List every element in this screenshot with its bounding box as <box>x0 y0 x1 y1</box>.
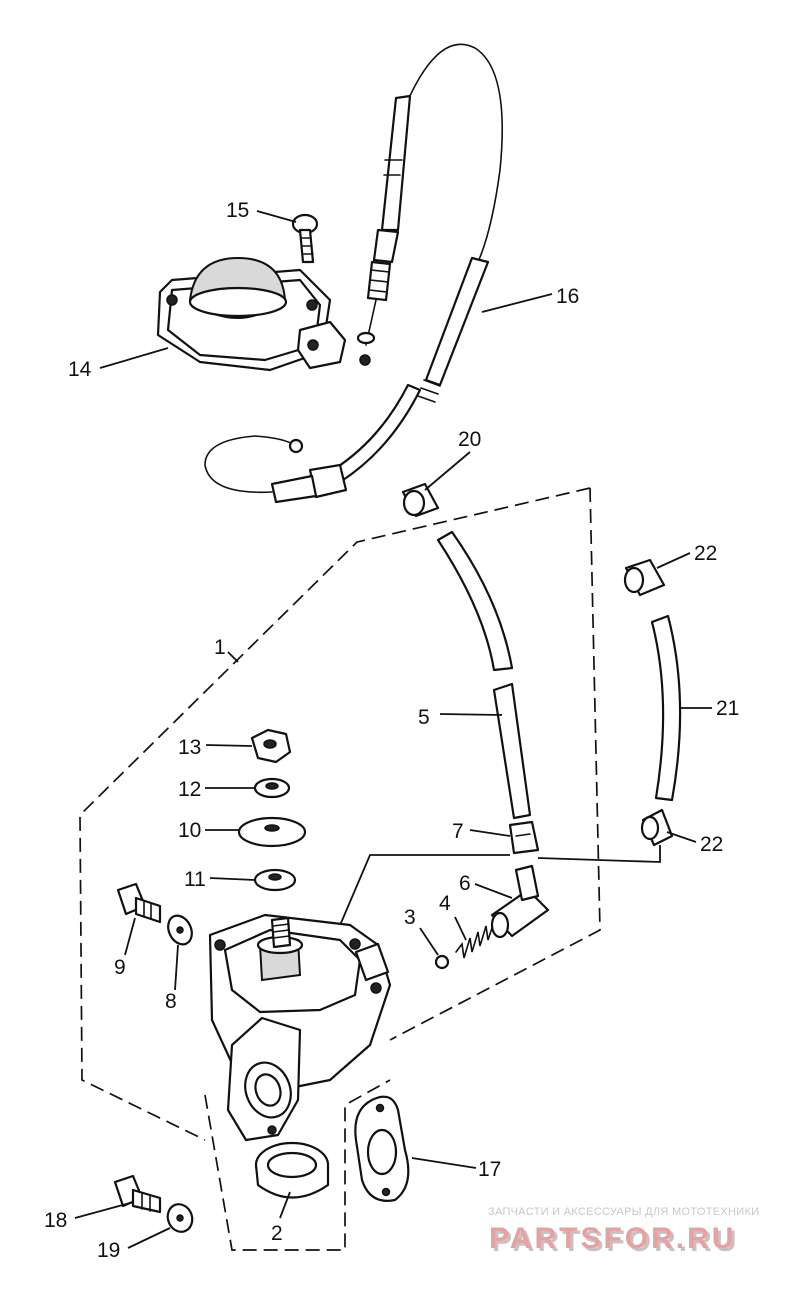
part-22-cap-upper <box>623 558 666 597</box>
hose-route-line <box>537 845 661 863</box>
part-15-screw <box>291 213 319 264</box>
callout-16: 16 <box>556 285 579 308</box>
pump-body <box>208 913 392 1142</box>
callout-6: 6 <box>459 872 471 895</box>
part-8-washer <box>167 914 193 946</box>
assembly-outline <box>79 487 591 1141</box>
part-7-fitting <box>508 820 540 855</box>
watermark: ЗАПЧАСТИ И АКСЕССУАРЫ ДЛЯ МОТОТЕХНИКИ PA… <box>488 1206 759 1258</box>
callout-19: 19 <box>97 1239 120 1262</box>
callout-15: 15 <box>226 199 249 222</box>
part-21-hose <box>650 614 682 802</box>
leader-lines <box>74 210 712 1249</box>
watermark-brand-shadow: PARTSFOR.RU <box>492 1225 739 1258</box>
watermark-tagline: ЗАПЧАСТИ И АКСЕССУАРЫ ДЛЯ МОТОТЕХНИКИ <box>488 1206 759 1218</box>
callout-18: 18 <box>44 1209 67 1232</box>
callout-labels: 1 2 3 4 5 6 7 8 9 10 11 12 13 14 15 16 1… <box>44 199 739 1262</box>
callout-22-upper: 22 <box>694 542 717 565</box>
assembly-outline-right <box>389 487 601 1041</box>
callout-10: 10 <box>178 819 201 842</box>
callout-12: 12 <box>178 778 201 801</box>
part-16-cable <box>204 43 503 504</box>
callout-14: 14 <box>68 358 92 381</box>
callout-20: 20 <box>458 428 481 451</box>
part-17-gasket <box>354 1095 410 1202</box>
lower-bracket-outline <box>204 1079 391 1251</box>
part-18-bolt <box>113 1174 162 1214</box>
callout-11: 11 <box>184 868 206 891</box>
part-22-cap-lower <box>640 808 674 847</box>
part-19-washer <box>166 1203 194 1233</box>
watermark-brand: PARTSFOR.RU <box>489 1222 736 1255</box>
part-14-cover <box>156 256 347 372</box>
callout-17: 17 <box>478 1158 501 1181</box>
callout-22-lower: 22 <box>700 833 723 856</box>
part-9-bolt <box>116 882 162 924</box>
callout-5: 5 <box>418 706 430 729</box>
part-5-hose <box>436 530 532 820</box>
part-13-nut <box>250 728 292 764</box>
callout-3: 3 <box>404 906 416 929</box>
part-11-washer <box>253 868 297 892</box>
part-2-seal <box>254 1141 330 1199</box>
callout-4: 4 <box>439 892 451 915</box>
hose-route-line-left <box>337 854 510 931</box>
part-10-washer <box>237 816 307 848</box>
part-3-ball <box>434 954 450 970</box>
callout-1: 1 <box>214 636 226 659</box>
callout-21: 21 <box>716 697 739 720</box>
part-12-washer <box>253 777 291 799</box>
callout-8: 8 <box>165 990 177 1013</box>
callout-9: 9 <box>114 956 126 979</box>
part-20-cap <box>401 482 440 518</box>
part-6-elbow <box>490 864 550 939</box>
callout-7: 7 <box>452 820 464 843</box>
part-4-spring <box>455 921 495 959</box>
callout-2: 2 <box>271 1222 283 1245</box>
callout-13: 13 <box>178 736 201 759</box>
